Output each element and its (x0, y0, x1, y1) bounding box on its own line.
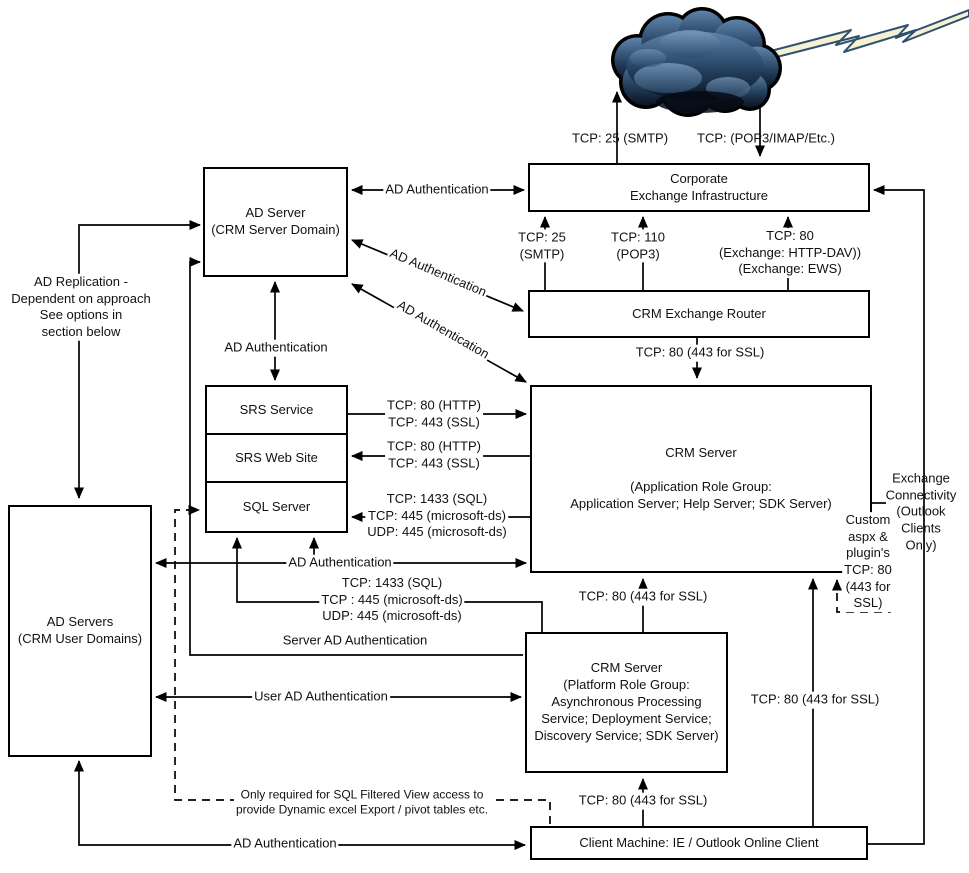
node-ad-servers-user-domains: AD Servers (CRM User Domains) (8, 505, 152, 757)
cloud-icon (611, 7, 782, 117)
edge-label-srs-service-to-crm: TCP: 80 (HTTP) TCP: 443 (SSL) (385, 397, 483, 431)
edge-label-client-to-app: TCP: 80 (443 for SSL) (748, 691, 882, 709)
node-ad-server: AD Server (CRM Server Domain) (203, 167, 348, 277)
node-crm-server-platform: CRM Server (Platform Role Group: Asynchr… (525, 632, 728, 773)
edge-label-ad-replication: AD Replication - Dependent on approach S… (9, 273, 153, 341)
node-srs-web-site: SRS Web Site (205, 433, 348, 483)
edge-label-platform-to-sql: TCP: 1433 (SQL) TCP : 445 (microsoft-ds)… (319, 575, 465, 625)
edge-label-crm-to-srs-web: TCP: 80 (HTTP) TCP: 443 (SSL) (385, 438, 483, 472)
edge-label-ad-auth-srs: AD Authentication (222, 339, 330, 357)
node-crm-server-application: CRM Server (Application Role Group: Appl… (530, 385, 872, 573)
edge-label-ad-auth-client: AD Authentication (231, 835, 339, 853)
edge-label-user-ad-auth: User AD Authentication (252, 688, 390, 706)
node-srs-service: SRS Service (205, 385, 348, 435)
edge-label-ad-auth-exchange: AD Authentication (383, 181, 491, 199)
edge-label-client-to-platform: TCP: 80 (443 for SSL) (576, 792, 710, 810)
edge-label-sql-filtered-note: Only required for SQL Filtered View acce… (233, 787, 491, 819)
edge-label-platform-to-app: TCP: 80 (443 for SSL) (576, 588, 710, 606)
edge-label-ad-auth-crm-mid: AD Authentication (286, 554, 394, 572)
edge-label-smtp-up: TCP: 25 (SMTP) (516, 229, 568, 263)
edge-label-custom-aspx: Custom aspx & plugin's TCP: 80 (443 for … (842, 512, 894, 612)
node-corporate-exchange: Corporate Exchange Infrastructure (528, 163, 870, 212)
node-crm-exchange-router: CRM Exchange Router (528, 290, 870, 338)
edge-label-crm-to-sql: TCP: 1433 (SQL) TCP: 445 (microsoft-ds) … (365, 491, 509, 541)
edge-label-exchange-connectivity: Exchange Connectivity (Outlook Clients O… (885, 470, 957, 552)
node-sql-server: SQL Server (205, 481, 348, 533)
edge-label-pop3-from-cloud: TCP: (POP3/IMAP/Etc.) (697, 130, 835, 146)
node-client-machine: Client Machine: IE / Outlook Online Clie… (530, 826, 868, 860)
edge-label-server-ad-auth: Server AD Authentication (280, 632, 430, 650)
edge-label-pop3-up: TCP: 110 (POP3) (609, 229, 667, 263)
edge-label-http-dav-up: TCP: 80 (Exchange: HTTP-DAV)) (Exchange:… (716, 228, 864, 278)
edge-label-smtp-to-cloud: TCP: 25 (SMTP) (571, 130, 669, 146)
lightning-icon (762, 9, 969, 61)
edge-label-router-to-crm: TCP: 80 (443 for SSL) (633, 344, 767, 362)
